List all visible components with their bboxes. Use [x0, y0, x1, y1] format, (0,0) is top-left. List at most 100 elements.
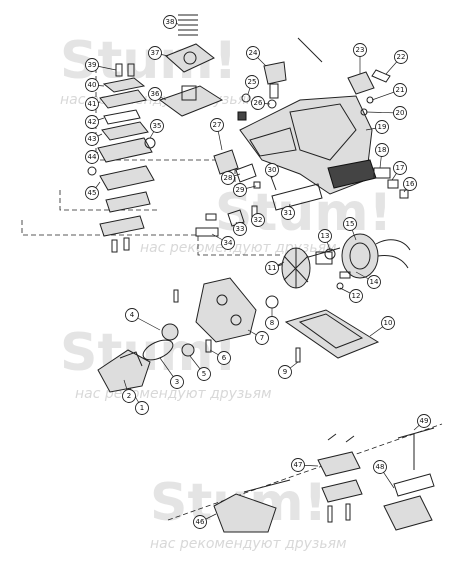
callout-circle-6 [217, 351, 231, 365]
bracket-47-bottom [321, 479, 363, 503]
callout-4: 4 [125, 308, 161, 331]
callout-34: 34 [211, 233, 235, 250]
callout-label-22: 22 [397, 53, 406, 61]
callout-19: 19 [365, 120, 389, 134]
callout-circle-15 [343, 217, 357, 231]
callout-circle-14 [367, 275, 381, 289]
callout-circle-35 [150, 119, 164, 133]
callout-label-24: 24 [249, 49, 258, 57]
callout-circle-45 [85, 186, 99, 200]
wing-screws [327, 433, 355, 443]
callout-label-3: 3 [175, 378, 179, 386]
callout-label-1: 1 [140, 404, 144, 412]
accessory-parts [167, 423, 443, 533]
callout-label-13: 13 [321, 232, 330, 240]
callout-24: 24 [246, 46, 267, 67]
callout-15: 15 [343, 217, 357, 241]
callout-label-9: 9 [283, 368, 287, 376]
callout-circle-40 [85, 78, 99, 92]
callout-label-48: 48 [376, 463, 385, 471]
armature-fan [283, 248, 309, 288]
callout-circle-3 [170, 375, 184, 389]
callout-label-30: 30 [268, 166, 277, 174]
callout-label-46: 46 [196, 518, 205, 526]
pin-29 [253, 181, 261, 189]
belt-3 [142, 339, 174, 361]
callout-circle-25 [245, 75, 259, 89]
callout-26: 26 [251, 96, 271, 110]
callout-46: 46 [193, 513, 217, 529]
switch-button [237, 111, 247, 121]
callout-22: 22 [385, 50, 408, 75]
callout-circle-36 [148, 87, 162, 101]
stator-15 [324, 233, 411, 279]
callout-circle-11 [265, 261, 279, 275]
callout-label-8: 8 [270, 319, 274, 327]
callout-label-2: 2 [127, 392, 131, 400]
callout-label-47: 47 [294, 461, 303, 469]
callout-label-10: 10 [384, 319, 393, 327]
callout-circle-2 [122, 389, 136, 403]
brush-16 [399, 189, 409, 199]
housing-handle [289, 103, 357, 161]
callout-38: 38 [163, 15, 179, 29]
callout-40: 40 [85, 78, 105, 92]
callout-circle-1 [135, 401, 149, 415]
plate-45 [99, 165, 155, 191]
washer-25 [241, 93, 251, 103]
callout-label-18: 18 [378, 146, 387, 154]
block-48 [383, 495, 433, 531]
knob-24 [263, 61, 287, 85]
callout-label-14: 14 [370, 278, 379, 286]
callout-label-45: 45 [88, 189, 97, 197]
callout-37: 37 [148, 46, 169, 60]
right-top-parts [347, 69, 391, 116]
callout-8: 8 [265, 308, 279, 330]
callout-10: 10 [369, 316, 395, 337]
callout-label-26: 26 [254, 99, 263, 107]
callout-35: 35 [149, 119, 164, 139]
wire-clip-14 [339, 271, 351, 279]
callout-label-27: 27 [213, 121, 222, 129]
callout-2: 2 [122, 379, 136, 403]
screw-22 [371, 69, 391, 83]
callout-circle-24 [246, 46, 260, 60]
callout-circle-5 [197, 367, 211, 381]
pin-upper [297, 37, 323, 63]
callout-circle-18 [375, 143, 389, 157]
brush-holder-parts [373, 167, 409, 199]
plate-lower-b [99, 215, 145, 237]
screw-47b [345, 503, 351, 521]
callout-31: 31 [281, 203, 295, 220]
armature-11 [265, 247, 344, 309]
housing-front [249, 127, 297, 157]
callout-label-20: 20 [396, 109, 405, 117]
callout-circle-10 [381, 316, 395, 330]
callout-23: 23 [353, 43, 367, 74]
callout-layer: 1234567891011121314151617181920212223242… [85, 15, 431, 529]
callout-label-44: 44 [88, 153, 97, 161]
holder-36 [158, 85, 224, 117]
callout-label-15: 15 [346, 220, 355, 228]
pulley-4 [161, 323, 179, 341]
end-cover-7 [195, 277, 257, 343]
plate-lower-a [105, 191, 151, 213]
guide-46 [213, 493, 277, 533]
callout-label-17: 17 [396, 164, 405, 172]
callout-circle-42 [85, 115, 99, 129]
stator-core [349, 242, 371, 270]
commutator [315, 251, 333, 265]
callout-5: 5 [189, 355, 211, 381]
callout-17: 17 [391, 161, 407, 181]
callout-label-12: 12 [352, 292, 361, 300]
callout-18: 18 [375, 143, 389, 169]
stator-wires [375, 239, 411, 269]
screw-39b [127, 63, 135, 77]
base-plate-inner [298, 313, 364, 349]
cover-7-hole-b [230, 314, 242, 326]
callout-label-16: 16 [406, 180, 415, 188]
callout-circle-49 [417, 414, 431, 428]
callout-label-5: 5 [202, 370, 206, 378]
callout-circle-17 [393, 161, 407, 175]
callout-20: 20 [365, 106, 407, 120]
